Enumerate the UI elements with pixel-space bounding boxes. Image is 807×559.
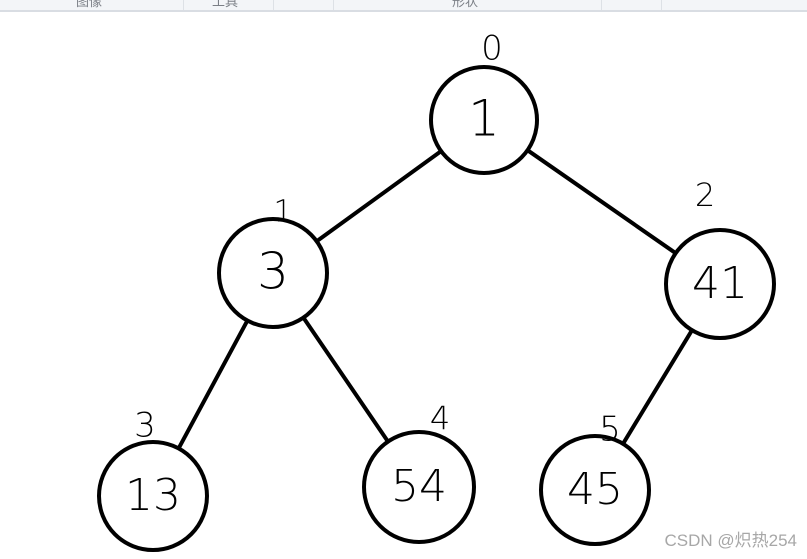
tree-edge	[301, 315, 390, 444]
node-index-label: 4	[430, 399, 450, 437]
toolbar-separator	[661, 0, 662, 10]
tree-edge	[314, 149, 444, 244]
node-index-label: 3	[134, 406, 156, 446]
node-index-label: 0	[481, 29, 503, 69]
node-circle	[362, 430, 476, 544]
toolbar-separator	[183, 0, 184, 10]
tree-node-1: 31	[217, 195, 329, 329]
node-value: 13	[125, 470, 181, 521]
node-circle	[97, 440, 209, 552]
toolbar-group-tools-label[interactable]: 工具	[212, 0, 239, 10]
csdn-watermark: CSDN @炽热254	[664, 531, 797, 550]
tree-node-0: 10	[429, 29, 539, 175]
toolbar-separator	[273, 0, 274, 10]
toolbar-separator	[333, 0, 334, 10]
node-value: 41	[692, 258, 748, 309]
tree-node-4: 54 4	[362, 399, 476, 544]
node-index-label: 1	[273, 195, 292, 230]
tree-node-5: 455	[539, 410, 651, 546]
node-circle	[539, 434, 651, 546]
node-value: 45	[567, 464, 623, 515]
tree-node-3: 13 3	[97, 406, 209, 552]
toolbar-group-image-label[interactable]: 图像	[76, 0, 103, 10]
node-index-label: 5	[599, 410, 621, 450]
node-value: 3	[257, 243, 289, 301]
node-index-label: 2	[695, 176, 715, 214]
toolbar-separator	[601, 0, 602, 10]
tree-node-2: 41 2	[664, 176, 776, 340]
node-circle	[664, 228, 776, 340]
paint-toolbar-strip: 图像 工具 形状	[0, 0, 807, 12]
tree-edge	[176, 318, 250, 451]
node-circle	[217, 217, 329, 329]
node-value: 54	[391, 461, 447, 512]
tree-edge	[621, 328, 694, 446]
node-value: 1	[468, 90, 500, 148]
node-circle	[429, 65, 539, 175]
toolbar-group-shapes-label[interactable]: 形状	[452, 0, 479, 10]
tree-edge	[525, 148, 678, 256]
